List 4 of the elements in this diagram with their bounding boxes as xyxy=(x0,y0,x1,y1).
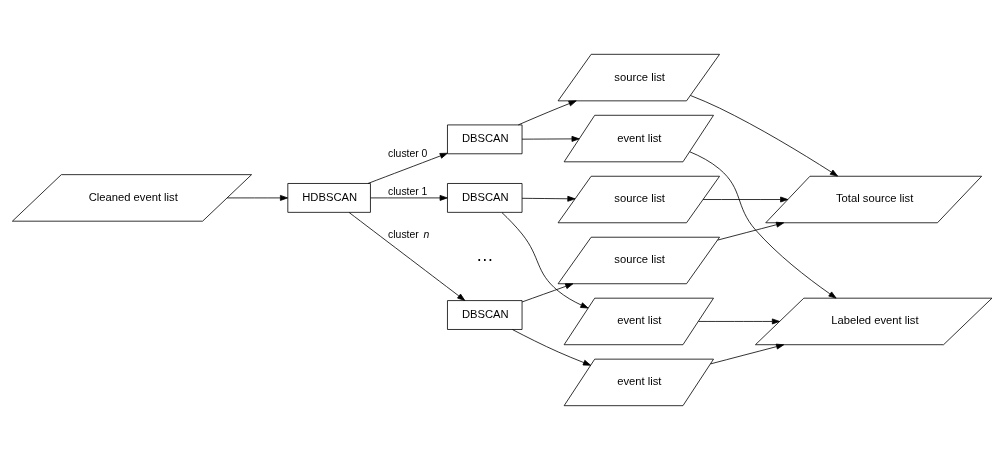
label: … xyxy=(475,244,494,265)
edge-label: cluster 0 xyxy=(387,147,427,159)
edge-label: cluster n xyxy=(387,228,429,240)
edge-label: cluster 1 xyxy=(387,185,427,197)
